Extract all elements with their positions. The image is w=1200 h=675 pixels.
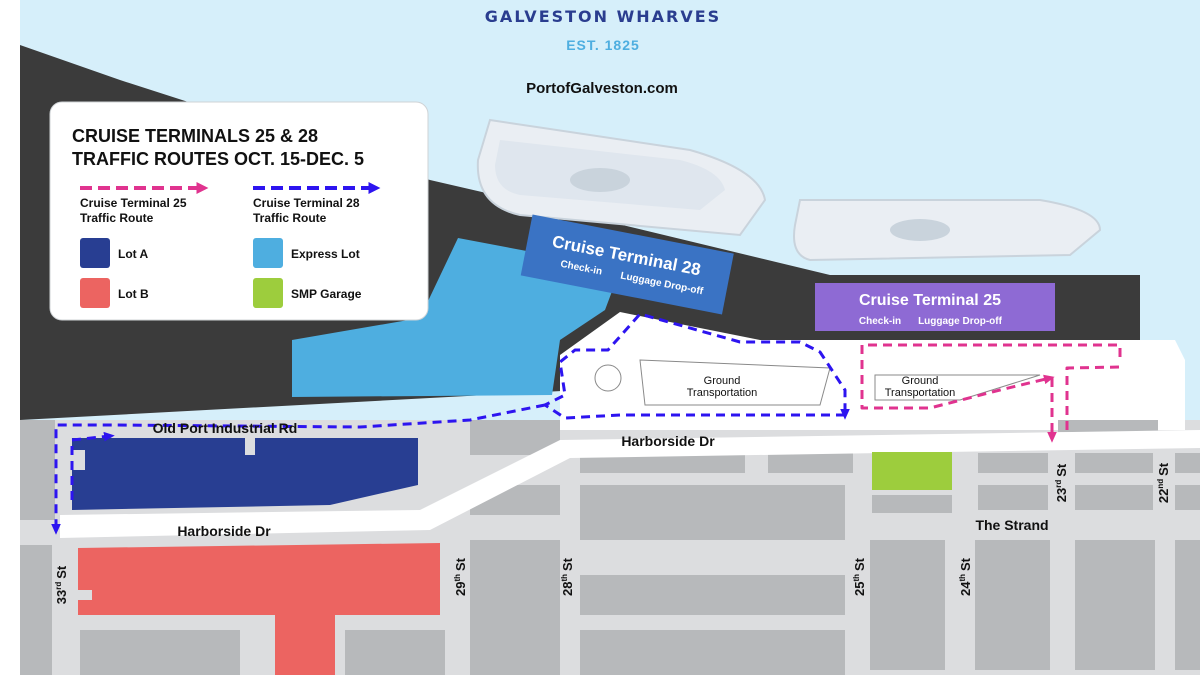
legend-box (49, 101, 429, 321)
legend-smp-garage-label: SMP Garage (291, 287, 362, 301)
svg-text:29thSt: 29thSt (453, 557, 468, 596)
city-blocks (20, 420, 1200, 675)
harborside-dr-road (60, 430, 1200, 538)
terminal-25-luggage: Luggage Drop-off (918, 316, 1003, 327)
ground-transport-25-line1: Ground (902, 375, 939, 387)
legend-route-25: Cruise Terminal 25 Traffic Route (80, 182, 209, 225)
header-website[interactable]: PortofGalveston.com (526, 80, 678, 97)
smp-garage (872, 452, 952, 490)
legend-lot-a-label: Lot A (118, 247, 149, 261)
ground-transport-25-line2: Transportation (885, 387, 956, 399)
svg-text:22ndSt: 22ndSt (1156, 462, 1171, 503)
route-terminal-25 (860, 343, 1122, 443)
terminal-25-name: Cruise Terminal 25 (859, 292, 1001, 309)
ship-2 (793, 199, 1102, 262)
street-23rd: 23rdSt (1054, 463, 1069, 502)
svg-text:23rdSt: 23rdSt (1054, 463, 1069, 502)
legend-route-25-line2: Traffic Route (80, 211, 154, 225)
legend: CRUISE TERMINALS 25 & 28 TRAFFIC ROUTES … (49, 101, 429, 321)
street-harborside-lower: Harborside Dr (177, 523, 271, 539)
terminal-28[interactable]: Cruise Terminal 28 Check-in Luggage Drop… (520, 214, 734, 315)
terminal-25[interactable]: Cruise Terminal 25 Check-in Luggage Drop… (815, 283, 1055, 331)
street-labels: Old Port Industrial Rd Harborside Dr Har… (54, 420, 1171, 604)
street-28th: 28thSt (560, 557, 575, 596)
legend-lot-b: Lot B (80, 278, 149, 308)
street-25th: 25thSt (852, 557, 867, 596)
ground-transport-28-line2: Transportation (687, 387, 758, 399)
legend-smp-garage: SMP Garage (253, 278, 362, 308)
legend-route-25-line1: Cruise Terminal 25 (80, 196, 187, 210)
legend-route-28-line1: Cruise Terminal 28 (253, 196, 360, 210)
legend-lot-b-label: Lot B (118, 287, 149, 301)
lot-a (72, 438, 418, 510)
legend-title-line1: CRUISE TERMINALS 25 & 28 (72, 126, 318, 146)
header: GALVESTON WHARVES EST. 1825 PortofGalves… (485, 7, 721, 97)
street-strand: The Strand (975, 517, 1048, 533)
legend-express-lot: Express Lot (253, 238, 360, 268)
header-title: GALVESTON WHARVES (485, 7, 721, 26)
ground-transportation-25: Ground Transportation (874, 374, 1041, 401)
svg-text:24thSt: 24thSt (958, 557, 973, 596)
ground-transportation-28: Ground Transportation (594, 359, 831, 406)
svg-text:25thSt: 25thSt (852, 557, 867, 596)
legend-title-line2: TRAFFIC ROUTES OCT. 15-DEC. 5 (72, 149, 364, 169)
svg-text:28thSt: 28thSt (560, 557, 575, 596)
lot-b (78, 543, 440, 675)
ground-transport-28-line1: Ground (704, 375, 741, 387)
street-33rd: 33rdSt (54, 565, 69, 604)
terminal-25-checkin: Check-in (859, 316, 901, 327)
header-established: EST. 1825 (566, 37, 640, 53)
street-harborside-upper: Harborside Dr (621, 433, 715, 449)
legend-express-lot-label: Express Lot (291, 247, 360, 261)
svg-text:33rdSt: 33rdSt (54, 565, 69, 604)
ship-1 (476, 118, 767, 237)
route-terminal-28 (51, 312, 850, 535)
legend-lot-a: Lot A (80, 238, 149, 268)
legend-route-28: Cruise Terminal 28 Traffic Route (253, 182, 381, 225)
street-22nd: 22ndSt (1156, 462, 1171, 503)
street-29th: 29thSt (453, 557, 468, 596)
legend-route-28-line2: Traffic Route (253, 211, 327, 225)
street-24th: 24thSt (958, 557, 973, 596)
street-old-port: Old Port Industrial Rd (153, 420, 298, 436)
